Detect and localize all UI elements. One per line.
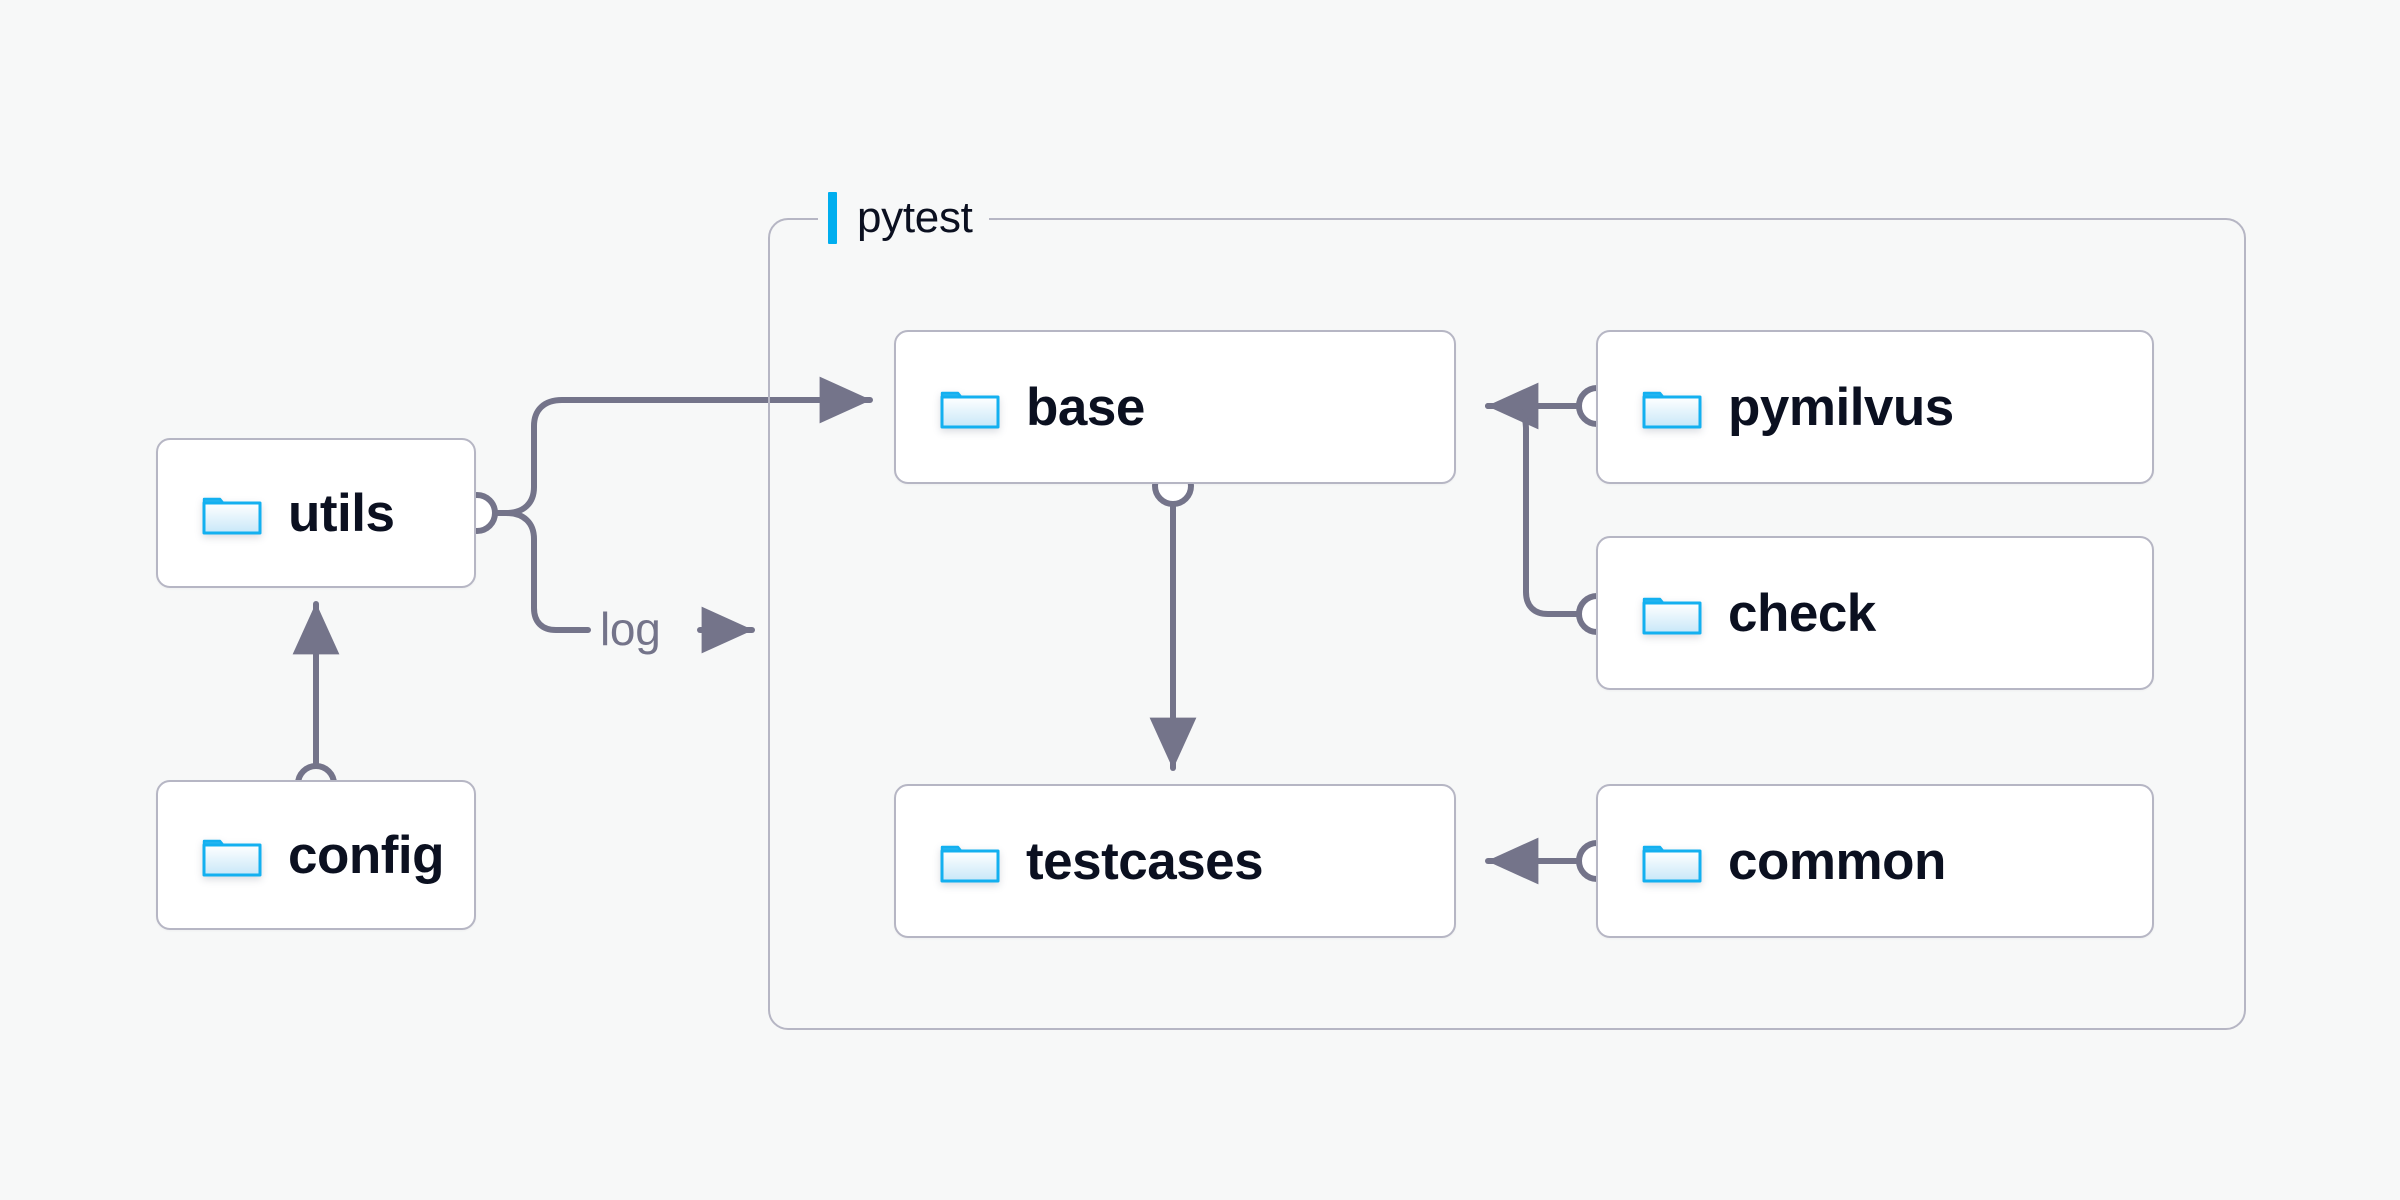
folder-icon <box>1642 589 1702 637</box>
node-pymilvus[interactable]: pymilvus <box>1596 330 2154 484</box>
group-accent-bar <box>828 192 837 244</box>
pytest-group-title-wrap: pytest <box>818 188 989 248</box>
node-label: common <box>1728 831 1946 891</box>
folder-icon <box>202 831 262 879</box>
edge-config-to-utils <box>292 601 340 805</box>
node-label: base <box>1026 377 1145 437</box>
pytest-group-title: pytest <box>857 193 973 242</box>
folder-icon <box>940 383 1000 431</box>
node-common[interactable]: common <box>1596 784 2154 938</box>
node-label: check <box>1728 583 1876 643</box>
node-check[interactable]: check <box>1596 536 2154 690</box>
folder-icon <box>940 837 1000 885</box>
node-label: utils <box>288 483 395 543</box>
node-base[interactable]: base <box>894 330 1456 484</box>
folder-icon <box>1642 383 1702 431</box>
node-testcases[interactable]: testcases <box>894 784 1456 938</box>
node-config[interactable]: config <box>156 780 476 930</box>
pytest-group-container[interactable] <box>768 218 2246 1030</box>
node-label: config <box>288 825 444 885</box>
edge-label-log: log <box>600 603 661 655</box>
folder-icon <box>202 489 262 537</box>
node-label: pymilvus <box>1728 377 1954 437</box>
node-utils[interactable]: utils <box>156 438 476 588</box>
node-label: testcases <box>1026 831 1264 891</box>
folder-icon <box>1642 837 1702 885</box>
